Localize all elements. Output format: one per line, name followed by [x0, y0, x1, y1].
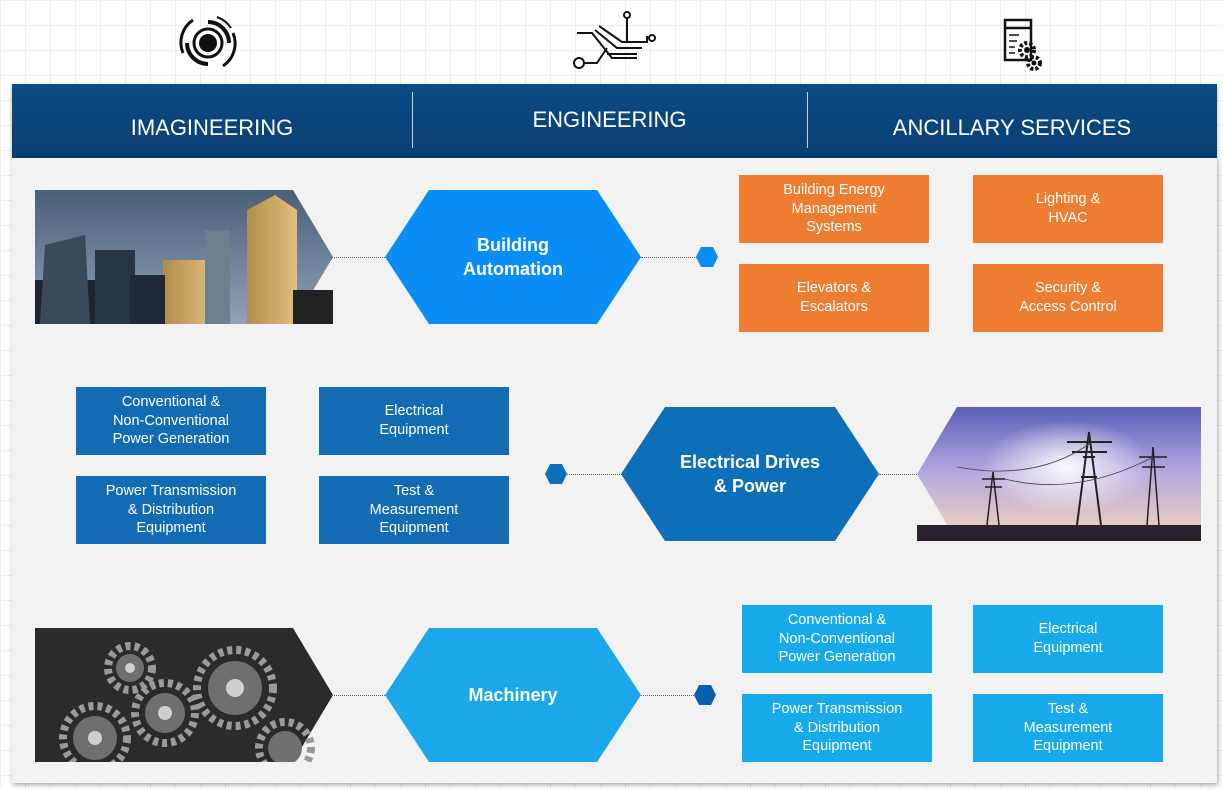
- skyscrapers-photo: [35, 190, 333, 329]
- connector-line: [567, 474, 622, 475]
- header-divider: [412, 92, 413, 148]
- connector-line: [641, 257, 699, 258]
- circuit-hand-icon: [567, 8, 656, 78]
- item-power-transmission: Power Transmission & Distribution Equipm…: [742, 694, 932, 762]
- item-security-access-control: Security & Access Control: [973, 264, 1163, 332]
- header-engineering: ENGINEERING: [532, 107, 687, 132]
- item-elevators-escalators: Elevators & Escalators: [739, 264, 929, 332]
- hexagon-label: Electrical Drives & Power: [679, 451, 821, 496]
- connector-node: [696, 247, 718, 272]
- connector-line: [331, 257, 385, 258]
- header-divider: [807, 92, 808, 148]
- connector-line: [331, 695, 385, 696]
- connector-line: [641, 695, 696, 696]
- power-towers-photo: [917, 407, 1201, 546]
- item-building-energy-management: Building Energy Management Systems: [739, 175, 929, 243]
- item-power-generation: Conventional & Non-Conventional Power Ge…: [742, 605, 932, 673]
- item-power-transmission: Power Transmission & Distribution Equipm…: [76, 476, 266, 544]
- item-electrical-equipment: Electrical Equipment: [319, 387, 509, 455]
- hexagon-machinery: Machinery: [385, 628, 641, 762]
- hexagon-label: Machinery: [468, 684, 558, 705]
- document-gears-icon: [997, 8, 1067, 78]
- header-bar: IMAGINEERING ENGINEERING ANCILLARY SERVI…: [12, 84, 1217, 158]
- item-lighting-hvac: Lighting & HVAC: [973, 175, 1163, 243]
- item-test-measurement: Test & Measurement Equipment: [973, 694, 1163, 762]
- gears-photo: [35, 628, 333, 778]
- connector-line: [879, 474, 919, 475]
- item-power-generation: Conventional & Non-Conventional Power Ge…: [76, 387, 266, 455]
- hexagon-electrical-drives: Electrical Drives & Power: [621, 407, 879, 541]
- item-test-measurement: Test & Measurement Equipment: [319, 476, 509, 544]
- connector-node: [545, 464, 567, 489]
- header-ancillary-services: ANCILLARY SERVICES: [892, 115, 1132, 140]
- connector-node: [694, 685, 716, 710]
- hexagon-label: Building Automation: [463, 234, 563, 279]
- item-electrical-equipment: Electrical Equipment: [973, 605, 1163, 673]
- header-imagineering: IMAGINEERING: [130, 115, 294, 140]
- target-circle-icon: [173, 8, 243, 78]
- hexagon-building-automation: Building Automation: [385, 190, 641, 324]
